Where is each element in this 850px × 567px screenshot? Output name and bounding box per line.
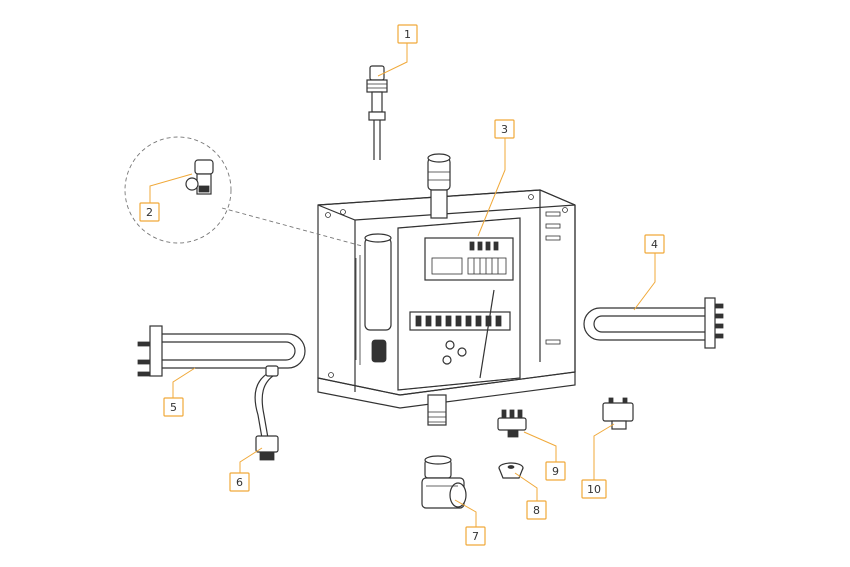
bottom-outlet-pipe: [427, 394, 447, 426]
part-1-temperature-probe: [366, 65, 388, 160]
callout-8-label: 8: [533, 504, 540, 517]
callout-4-label: 4: [651, 238, 658, 251]
callout-9-label: 9: [552, 465, 559, 478]
callout-5: 5: [163, 397, 184, 417]
callout-4: 4: [644, 234, 665, 254]
callout-9: 9: [545, 461, 566, 481]
callout-2: 2: [139, 202, 160, 222]
callout-8: 8: [526, 500, 547, 520]
callout-1-label: 1: [404, 28, 411, 41]
part-5-heating-element-left: [137, 325, 306, 377]
inner-heater-tank: [355, 233, 392, 365]
callout-7: 7: [465, 526, 486, 546]
part-4-heating-element-right: [583, 297, 724, 349]
callout-6: 6: [229, 472, 250, 492]
callout-6-label: 6: [236, 476, 243, 489]
top-inlet-pipe: [427, 153, 451, 219]
callout-3: 3: [494, 119, 515, 139]
callout-3-label: 3: [501, 123, 508, 136]
callout-5-label: 5: [170, 401, 177, 414]
part-10-pressure-switch: [602, 397, 634, 430]
callout-1: 1: [397, 24, 418, 44]
part-6-flexible-hose: [254, 365, 279, 461]
part-2-detail-view: [124, 136, 363, 247]
main-housing: [317, 189, 576, 409]
callout-10-label: 10: [587, 483, 601, 496]
callout-2-label: 2: [146, 206, 153, 219]
leader-lines: [149, 43, 656, 527]
part-7-pump-motor: [421, 455, 467, 509]
terminal-block: [409, 289, 511, 379]
callout-10: 10: [581, 479, 607, 499]
part-8-cap: [498, 462, 524, 479]
callout-7-label: 7: [472, 530, 479, 543]
part-9-terminal-connector: [497, 409, 527, 438]
control-board: [424, 237, 514, 281]
